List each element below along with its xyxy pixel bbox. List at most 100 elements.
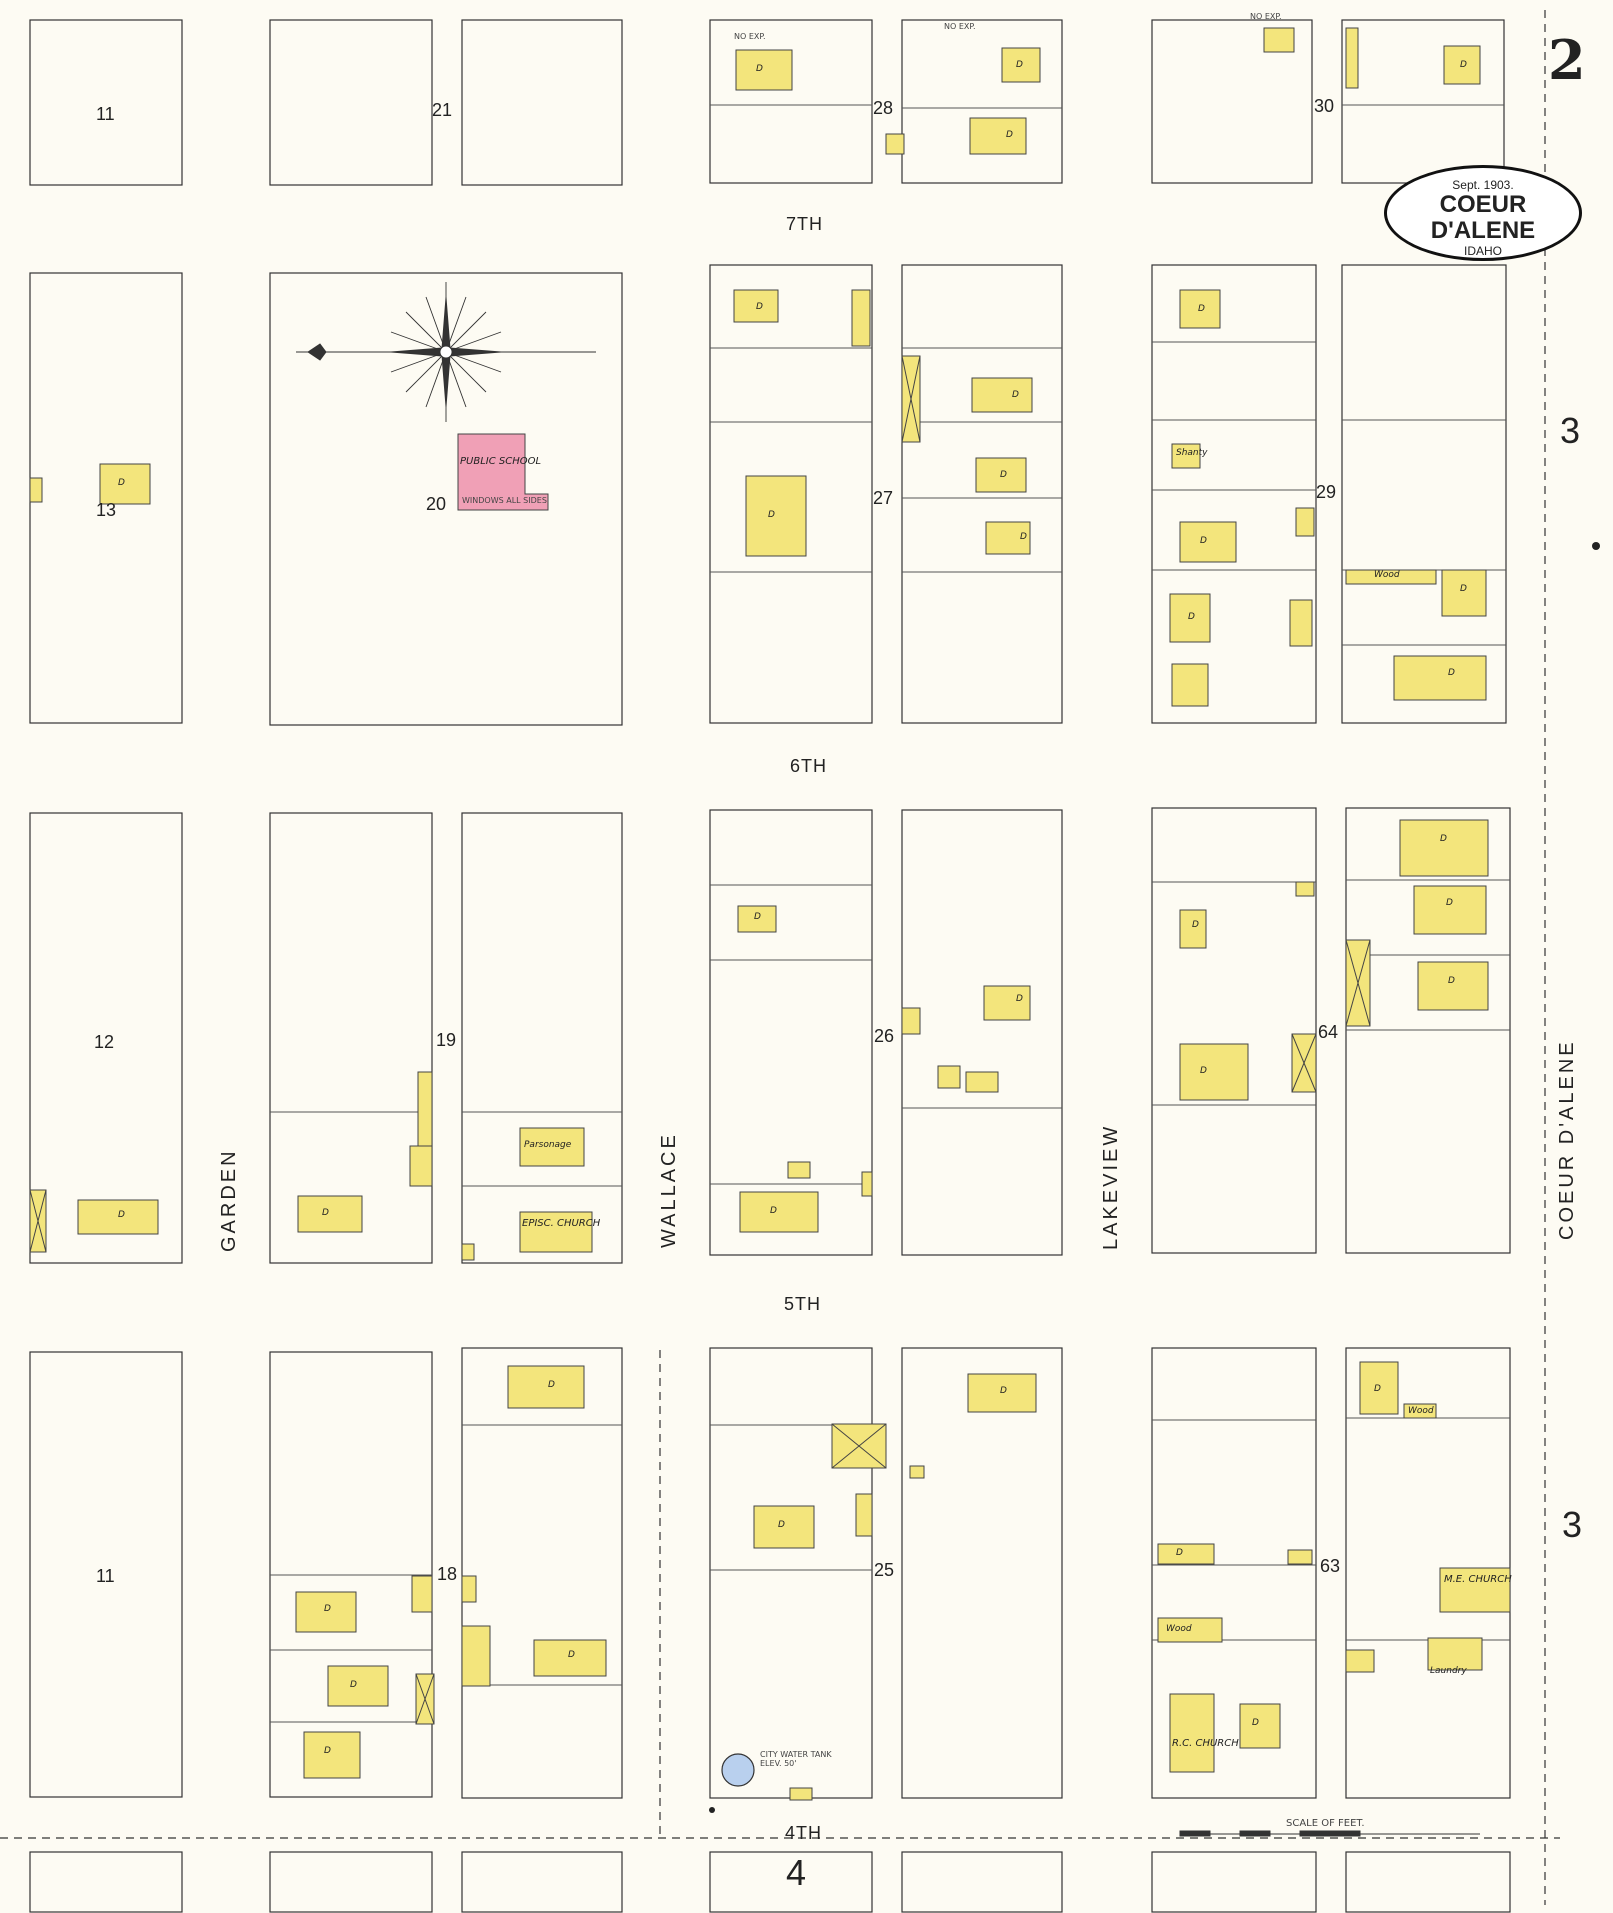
dwelling-label: D [756,302,763,312]
public-school [457,433,549,511]
outbuilding [965,1071,999,1093]
dwelling [969,117,1027,155]
block-outline [901,809,1063,1256]
block-outline [901,1851,1063,1913]
dwelling [1427,1637,1483,1671]
dwelling-label: D [778,1520,785,1530]
block-outline [901,264,1063,724]
dwelling-label: D [350,1680,357,1690]
church [1439,1567,1511,1613]
shed [461,1575,477,1603]
lot-lines [270,104,1510,1723]
street-coeur-dalene: COEUR D'ALENE [1556,1039,1578,1240]
block-outline [1151,19,1313,184]
block-number: 18 [437,1564,458,1584]
dwelling [1417,961,1489,1011]
dwelling-label: D [1016,60,1023,70]
rc-church-label: R.C. CHURCH [1172,1738,1239,1749]
brick-buildings [457,433,549,511]
dwelling [1359,1361,1399,1415]
dwelling [739,1191,819,1233]
no-exp-label: NO EXP. [734,32,766,41]
scale-label: SCALE OF FEET. [1286,1818,1365,1829]
dwelling-label: D [1020,532,1027,542]
dwelling [77,1199,159,1235]
shed [409,1145,433,1187]
shed [1295,507,1315,537]
block-outline [709,1851,873,1913]
dwelling [1441,569,1487,617]
dwelling-label: D [322,1208,329,1218]
dwelling-label: D [1192,920,1199,930]
dwelling-label: D [568,1650,575,1660]
wood-shed [461,1625,491,1687]
me-church-label: M.E. CHURCH [1444,1574,1512,1585]
dwelling [975,457,1027,493]
block-outline [269,272,623,726]
outbuilding [909,1465,925,1479]
wood-shed [1345,1649,1375,1673]
dwelling-label: D [1200,536,1207,546]
block-outline [461,1851,623,1913]
block-number: 25 [874,1560,895,1580]
state-name: IDAHO [1463,244,1502,258]
dwelling [303,1731,361,1779]
block-number: 11 [96,104,115,124]
dwelling [1001,47,1041,83]
dwelling [507,1365,585,1409]
dwelling-label: D [754,912,761,922]
street-7th: 7TH [786,214,824,234]
water-tank-label: CITY WATER TANK ELEV. 50' [760,1750,832,1768]
dwelling [99,463,151,505]
dwelling [1179,1043,1249,1101]
outbuilding [1295,881,1315,897]
block-number: 11 [96,1566,115,1586]
street-wallace: WALLACE [658,1132,680,1248]
outbuilding [1287,1549,1313,1565]
street-garden: GARDEN [218,1148,240,1252]
shanty-label: Shanty [1176,448,1208,458]
wood-shed [1157,1617,1223,1643]
block-number: 12 [94,1032,115,1052]
dwelling [753,1505,815,1549]
shed-x-marks [29,355,1371,1725]
dwelling [985,521,1031,555]
block-number: 63 [1320,1556,1341,1576]
dwelling-label: D [1176,1548,1183,1558]
wood-label: Wood [1408,1406,1434,1416]
street-6th: 6TH [790,756,828,776]
frame-buildings [29,27,1511,1801]
dwelling-label: D [1198,304,1205,314]
block-outline [1345,807,1511,1254]
block-outline [461,1347,623,1799]
dwelling [295,1591,357,1633]
dwelling [297,1195,363,1233]
hydrant [1592,542,1600,550]
block-outline [1341,264,1507,724]
block-number: 29 [1316,482,1337,502]
dwelling [737,905,777,933]
block-outline [461,812,623,1264]
shed [1345,27,1359,89]
adjacent-sheet: 3 [1562,1504,1583,1545]
block-outline [1151,264,1317,724]
dwelling [735,49,793,91]
adjacent-sheet: 3 [1560,410,1581,451]
dwelling-label: D [1200,1066,1207,1076]
outbuilding [29,477,43,503]
church [519,1211,593,1253]
dwelling-label: D [1012,390,1019,400]
block-outline [1341,19,1505,184]
block-outline [1345,1851,1511,1913]
no-exp-label: NO EXP. [944,22,976,31]
block-outline [29,19,183,186]
wood-shed [1403,1403,1437,1419]
school-note: WINDOWS ALL SIDES [462,496,547,505]
dwelling [327,1665,389,1707]
shed [411,1575,433,1613]
block-outline [709,19,873,184]
dwelling-label: D [1188,612,1195,622]
episcopal-church-label: EPISC. CHURCH [522,1218,601,1229]
dwelling-label: D [324,1746,331,1756]
dwelling [1393,655,1487,701]
